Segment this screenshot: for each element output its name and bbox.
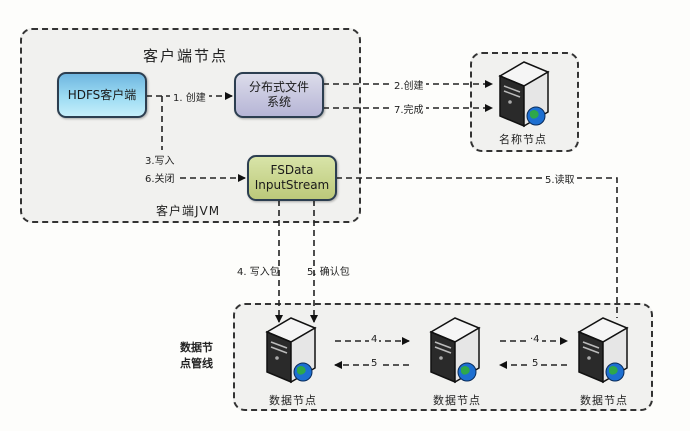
label-ack-packet-5: 5. 确认包 [307, 267, 350, 278]
label-back-5b: 5 [530, 358, 541, 369]
hdfs-client-box[interactable]: HDFS客户端 [57, 72, 147, 118]
label-fwd-4b: ·4 [528, 334, 542, 345]
fsdata-label-2: InputStream [254, 178, 330, 192]
hdfs-client-label: HDFS客户端 [67, 87, 137, 102]
server-icon [577, 317, 629, 384]
label-fwd-4a: 4 [369, 334, 380, 345]
data-node-1-label: 数据节点 [269, 394, 317, 407]
data-node-2-label: 数据节点 [433, 394, 481, 407]
distributed-fs-label-1: 分布式文件 [248, 80, 309, 94]
label-close-6: 6.关闭 [145, 170, 177, 185]
distributed-fs-box[interactable]: 分布式文件 系统 [234, 72, 324, 118]
label-read-5: 5.读取 [543, 171, 577, 186]
client-node-title: 客户端节点 [143, 47, 229, 65]
server-icon [498, 61, 550, 128]
pipeline-label-1: 数据节 [180, 341, 213, 354]
label-back-5a: 5 [369, 358, 380, 369]
pipeline-label-2: 点管线 [180, 357, 213, 370]
pipeline-label: 数据节 点管线 [180, 340, 213, 372]
label-create-2: 2.创建 [392, 77, 426, 92]
name-node-label: 名称节点 [499, 133, 547, 146]
data-node-2-server[interactable] [427, 316, 487, 388]
data-node-3-server[interactable] [575, 316, 635, 388]
server-icon [265, 317, 317, 384]
client-jvm-label: 客户端JVM [156, 204, 221, 218]
fsdata-stream-box[interactable]: FSData InputStream [247, 155, 337, 201]
label-write-3: 3.写入 [145, 156, 175, 167]
label-complete-7: 7.完成 [392, 101, 426, 116]
label-create-1: 1. 创建 [170, 89, 209, 104]
server-icon [429, 317, 481, 384]
label-write-packet-4: 4. 写入包 [237, 267, 280, 278]
data-node-1-server[interactable] [263, 316, 323, 388]
distributed-fs-label-2: 系统 [266, 95, 291, 109]
edge-read-5 [336, 177, 618, 318]
data-node-3-label: 数据节点 [580, 394, 628, 407]
fsdata-label-1: FSData [270, 163, 314, 177]
name-node-server[interactable] [496, 60, 556, 132]
